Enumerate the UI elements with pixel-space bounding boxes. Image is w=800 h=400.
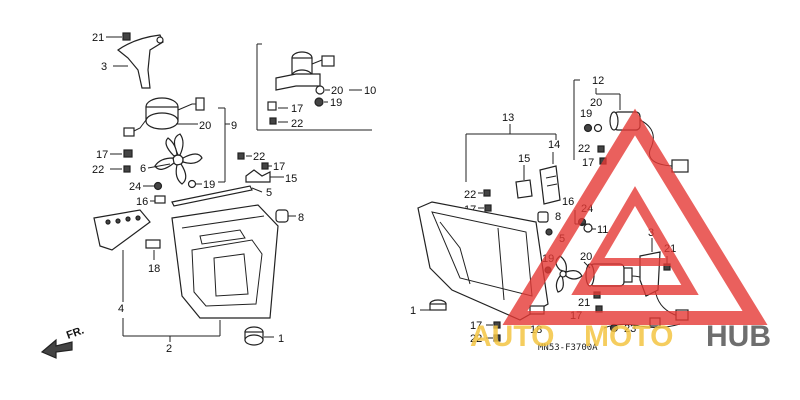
callout-22-bottom: 22	[470, 333, 482, 345]
callout-16-left: 16	[136, 196, 148, 208]
grommet-16-left	[154, 195, 166, 204]
bolt-21-left	[106, 32, 131, 41]
clip-15-right	[515, 179, 533, 199]
nut-17-mid	[261, 162, 269, 170]
screw-22-left	[123, 165, 131, 173]
callout-22-mid: 22	[253, 151, 265, 163]
seal-5-right	[545, 228, 553, 236]
label-sticker-18-left	[145, 239, 161, 249]
clip-15-left	[245, 169, 271, 183]
nut-17-bottom	[493, 321, 501, 329]
callout-3-left: 3	[101, 61, 107, 73]
air-duct-housing	[171, 204, 279, 319]
screw-22-mid	[237, 152, 245, 160]
callout-8-left: 8	[298, 212, 304, 224]
part-code: MN53-F3700A	[538, 343, 598, 353]
screw-22-inset	[269, 117, 277, 125]
callout-20-inset: 20	[331, 85, 343, 97]
callout-8-right: 8	[555, 211, 561, 223]
callout-14: 14	[548, 139, 560, 151]
watermark-logo	[502, 108, 768, 325]
callout-22-right: 22	[464, 189, 476, 201]
callout-10: 10	[364, 85, 376, 97]
inset-frame-top	[256, 43, 372, 131]
callout-15-left: 15	[285, 173, 297, 185]
grommet-1-left	[244, 326, 264, 346]
cap-8-right	[537, 211, 549, 223]
callout-2: 2	[166, 343, 172, 355]
fan-blade-6	[154, 133, 203, 185]
callout-16-right: 16	[562, 196, 574, 208]
callout-4: 4	[118, 303, 124, 315]
callout-17-inset-right: 17	[582, 157, 594, 169]
callout-6: 6	[140, 163, 146, 175]
grommet-19-left	[187, 179, 197, 189]
front-direction-arrow	[40, 338, 73, 359]
callout-15-right: 15	[518, 153, 530, 165]
callout-19-inset: 19	[330, 97, 342, 109]
seal-strip-5	[171, 185, 253, 207]
watermark-moto: MOTO	[584, 320, 673, 353]
callout-1-left: 1	[278, 333, 284, 345]
callout-22-inset-right: 22	[578, 143, 590, 155]
motor-unit-inset	[275, 51, 335, 91]
callout-20-inset-right: 20	[590, 97, 602, 109]
callout-20-right: 20	[580, 251, 592, 263]
inset-frame-right	[573, 79, 580, 160]
nut-17-left	[123, 149, 133, 158]
callout-22-left: 22	[92, 164, 104, 176]
callout-20-left: 20	[199, 120, 211, 132]
callout-17-bottom: 17	[470, 320, 482, 332]
callout-9: 9	[231, 120, 237, 132]
callout-17-inset: 17	[291, 103, 303, 115]
callout-1-right: 1	[410, 305, 416, 317]
callout-24-left: 24	[129, 181, 141, 193]
screw-22-right	[483, 189, 491, 197]
watermark-hub: HUB	[706, 320, 771, 353]
callout-22-inset: 22	[291, 118, 303, 130]
washer-20-inset	[315, 85, 325, 95]
mount-plate-4	[93, 209, 151, 251]
nut-17-inset	[267, 101, 277, 111]
grommet-19-inset	[314, 97, 324, 107]
callout-17-left: 17	[96, 149, 108, 161]
screw-22-bottom	[493, 334, 501, 342]
watermark-auto: AUTO	[470, 320, 554, 353]
washer-19-inset-right	[583, 123, 603, 133]
bracket-3	[117, 34, 164, 89]
washer-24-left	[153, 181, 163, 191]
callout-11: 11	[597, 224, 608, 236]
callout-17-mid: 17	[273, 161, 285, 173]
cover-14	[539, 165, 561, 205]
callout-23: 23	[624, 323, 636, 335]
front-label: FR.	[65, 324, 86, 341]
callout-12: 12	[592, 75, 604, 87]
screw-22-inset-right	[597, 145, 605, 153]
callout-19-inset-right: 19	[580, 108, 592, 120]
callout-18-right: 18	[530, 324, 542, 336]
fan-motor	[123, 97, 205, 137]
callout-21-left: 21	[92, 32, 104, 44]
callout-13: 13	[502, 112, 514, 124]
callout-5-left: 5	[266, 187, 272, 199]
grommet-11	[583, 223, 593, 233]
cap-8-left	[275, 209, 289, 223]
callout-19-left: 19	[203, 179, 215, 191]
nut-17-right	[484, 204, 492, 212]
grommet-1-right	[429, 299, 447, 311]
callout-21-lower: 21	[578, 297, 590, 309]
callout-18-left: 18	[148, 263, 160, 275]
